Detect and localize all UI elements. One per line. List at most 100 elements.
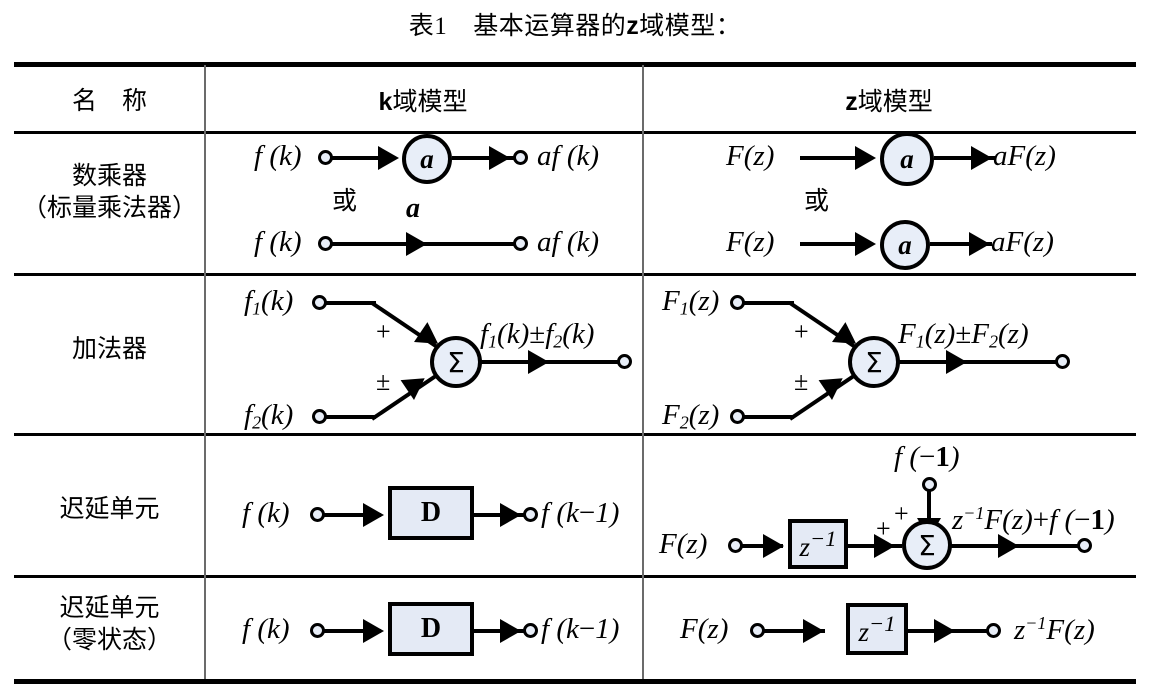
row-4-z-input-label: F(z) — [680, 613, 729, 645]
row-1-k-output-terminal — [513, 150, 528, 165]
row-3-z-wire-initial — [927, 490, 931, 534]
row-2-k-output-terminal — [617, 354, 632, 369]
row-1-k-input-terminal — [318, 150, 333, 165]
row-4-z-arrow-out — [934, 619, 955, 643]
row-2-k-sum-circle: Σ — [430, 336, 482, 388]
row-1-k-alt-input-label: f (k) — [254, 226, 302, 258]
row-2-k-sign-bottom: ± — [376, 367, 391, 396]
row-1-z-alt-arrow-in — [855, 232, 876, 256]
row-3-z-output-label: z−1F(z)+f (−1) — [952, 503, 1115, 536]
row-2-z-wire-bottom-h — [744, 415, 794, 419]
row-1-z-alt-wire-out — [930, 242, 992, 246]
row-3-z-sum-label: Σ — [918, 528, 936, 562]
row-3-k-wire-in — [323, 513, 381, 517]
row-2-z-sign-bottom: ± — [794, 367, 809, 396]
row-3-name: 迟延单元 — [14, 494, 205, 526]
row-2-z-sum-circle: Σ — [848, 336, 900, 388]
row-4-k-wire-in — [323, 629, 381, 633]
row1-bottom-border — [14, 273, 1136, 276]
row-4-k-delay-label: D — [420, 613, 442, 644]
row-2-z-sum-label: Σ — [865, 345, 883, 379]
row-2-name-line1: 加法器 — [71, 336, 147, 363]
row-2-name: 加法器 — [14, 334, 205, 366]
row-2-k-input-top-label: f1(k) — [244, 285, 294, 319]
row-4-k-output-terminal — [523, 623, 538, 638]
row-1-z-or-label: 或 — [804, 188, 830, 215]
header-z-rest: 域模型 — [857, 89, 933, 116]
row-1-name-line1: 数乘器 — [71, 163, 147, 190]
table-top-border — [14, 62, 1136, 67]
row-2-k-wire-top-h — [326, 301, 376, 305]
caption-text-before: 基本运算器的 — [473, 13, 627, 40]
row-1-z-alt-gain-circle: a — [880, 220, 930, 270]
row-3-k-arrow-out — [500, 503, 521, 527]
row-4-k-output-label: f (k−1) — [541, 613, 620, 645]
row-3-z-output-terminal — [1077, 538, 1092, 553]
row-1-k-gain-label: a — [420, 143, 434, 174]
row-1-k-output-label: af (k) — [537, 140, 600, 172]
row-3-z-delay-block: z−1 — [788, 519, 848, 569]
basic-operator-z-domain-model-table: 名 称 k域模型 z域模型 数乘器 （标量乘法器） f (k) a af (k)… — [14, 62, 1136, 684]
row-1-z-alt-arrow-out — [969, 232, 990, 256]
row-4-k-arrow-out — [500, 619, 521, 643]
row2-bottom-border — [14, 433, 1136, 436]
row-3-z-sign-top: + — [894, 499, 909, 528]
row-4-name-line2: （零状态） — [46, 627, 172, 654]
row-2-k-wire-bottom-h — [326, 415, 376, 419]
row-1-name: 数乘器 （标量乘法器） — [14, 161, 205, 225]
row-2-z-input-bottom-label: F2(z) — [662, 399, 720, 433]
row-1-z-gain-circle: a — [880, 132, 934, 186]
row-1-k-wire-out — [452, 156, 514, 160]
row-2-z-output-label: F1(z)±F2(z) — [898, 318, 1029, 352]
header-z-domain: z域模型 — [642, 86, 1136, 119]
row-4-k-input-label: f (k) — [242, 613, 290, 645]
header-z-letter: z — [845, 88, 858, 116]
row-4-z-output-terminal — [986, 623, 1001, 638]
row-1-z-alt-output-label: aF(z) — [991, 226, 1054, 258]
row-1-z-wire-out — [934, 156, 996, 160]
row-3-k-input-label: f (k) — [242, 497, 290, 529]
row-1-z-gain-label: a — [900, 143, 914, 174]
row-2-z-input-bottom-terminal — [730, 409, 745, 424]
row-3-name-line1: 迟延单元 — [59, 496, 160, 523]
row-1-z-arrow-out — [971, 146, 992, 170]
row-2-k-arrow-out — [528, 350, 549, 374]
row-3-k-delay-block: D — [388, 486, 474, 540]
row-1-z-alt-gain-label: a — [898, 229, 912, 260]
caption-number: 表1 — [408, 13, 448, 40]
row-4-name-line1: 迟延单元 — [59, 595, 160, 622]
row-2-z-output-terminal — [1055, 354, 1070, 369]
row-3-z-delay-label: z−1 — [799, 525, 837, 562]
row-4-z-delay-block: z−1 — [846, 603, 908, 655]
row-3-k-delay-label: D — [420, 497, 442, 528]
row-3-z-sum-circle: Σ — [902, 520, 952, 570]
row-1-k-alt-arrow — [406, 232, 427, 256]
row-3-z-arrow-mid — [874, 534, 895, 558]
row-2-k-input-top-terminal — [312, 295, 327, 310]
row-1-k-gain-over-arrow: a — [406, 193, 420, 224]
row-3-z-wire-in — [741, 544, 783, 548]
row-1-k-alt-output-terminal — [513, 236, 528, 251]
row-2-k-output-label: f1(k)±f2(k) — [480, 318, 595, 352]
row-2-z-arrow-out — [946, 350, 967, 374]
row-4-k-arrow-in — [363, 619, 384, 643]
header-k-domain: k域模型 — [204, 86, 642, 119]
row-1-k-arrow-out — [489, 146, 510, 170]
row3-bottom-border — [14, 575, 1136, 578]
row-1-k-input-label: f (k) — [254, 140, 302, 172]
row-3-z-initial-label: f (−1) — [894, 441, 960, 473]
header-k-rest: 域模型 — [392, 89, 468, 116]
row-1-z-output-label: aF(z) — [993, 140, 1056, 172]
row-2-k-sum-label: Σ — [447, 345, 465, 379]
row-3-z-sign-left: + — [876, 514, 891, 543]
row-2-z-wire-top-h — [744, 301, 794, 305]
row-1-z-alt-wire-in — [800, 242, 872, 246]
row-3-z-arrow-out — [998, 534, 1019, 558]
row-4-k-delay-block: D — [388, 602, 474, 656]
header-k-letter: k — [378, 88, 393, 116]
row-1-k-or-label: 或 — [332, 188, 358, 215]
column-divider-2 — [642, 65, 644, 679]
column-divider-1 — [204, 65, 206, 679]
row-3-z-arrow-in — [763, 534, 784, 558]
